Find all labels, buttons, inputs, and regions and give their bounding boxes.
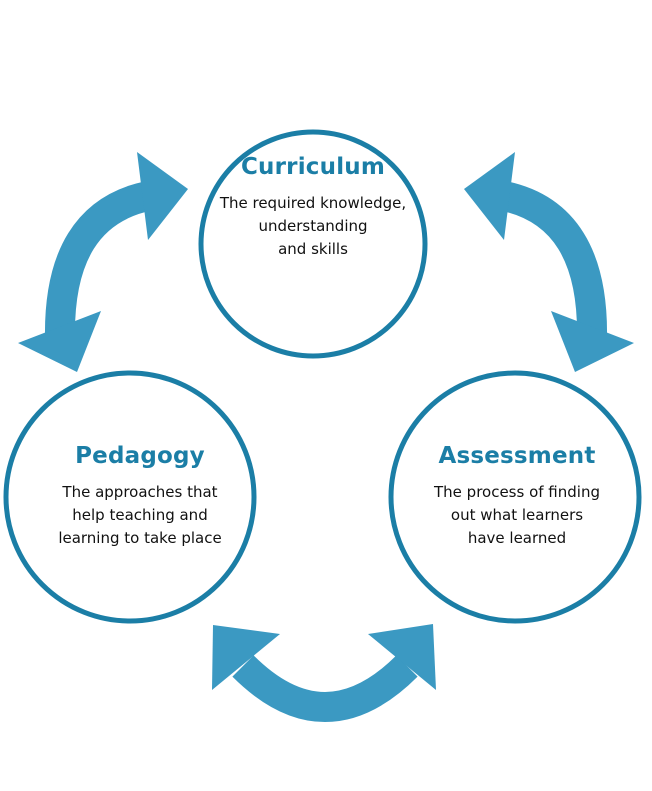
arrow-curriculum-assessment bbox=[464, 152, 634, 372]
desc-line: and skills bbox=[278, 240, 348, 258]
pedagogy-description: The approaches that help teaching and le… bbox=[20, 481, 260, 550]
curriculum-title: Curriculum bbox=[240, 154, 386, 180]
arrow-pedagogy-assessment bbox=[212, 624, 436, 722]
pedagogy-circle bbox=[3, 370, 257, 624]
desc-line: The process of finding bbox=[434, 483, 600, 501]
pedagogy-node: Pedagogy The approaches that help teachi… bbox=[20, 443, 260, 550]
assessment-title: Assessment bbox=[438, 443, 596, 469]
desc-line: The required knowledge, bbox=[219, 194, 407, 212]
assessment-circle bbox=[388, 370, 642, 624]
assessment-description: The process of finding out what learners… bbox=[397, 481, 637, 550]
pedagogy-title: Pedagogy bbox=[75, 443, 205, 469]
curriculum-description: The required knowledge, understanding an… bbox=[203, 192, 423, 261]
desc-line: learning to take place bbox=[58, 529, 222, 547]
desc-line: have learned bbox=[467, 529, 567, 547]
arrow-pedagogy-curriculum bbox=[18, 152, 188, 372]
curriculum-circle bbox=[198, 129, 428, 359]
desc-line: help teaching and bbox=[72, 506, 208, 524]
desc-line: understanding bbox=[258, 217, 368, 235]
curriculum-node: Curriculum The required knowledge, under… bbox=[203, 154, 423, 261]
desc-line: out what learners bbox=[450, 506, 584, 524]
assessment-node: Assessment The process of finding out wh… bbox=[397, 443, 637, 550]
desc-line: The approaches that bbox=[62, 483, 218, 501]
